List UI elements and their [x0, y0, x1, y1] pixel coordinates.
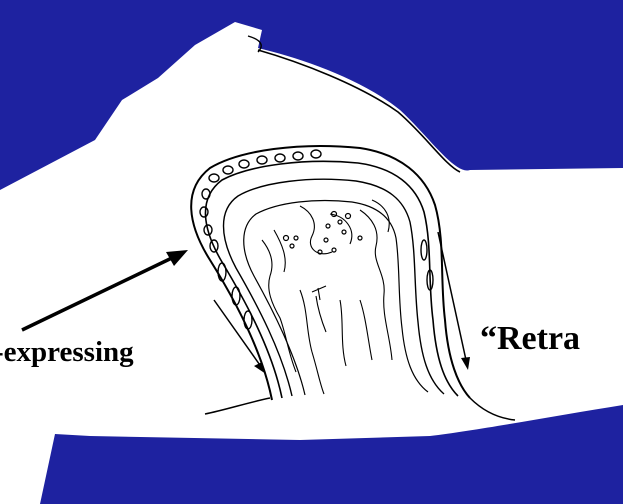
label-retraction: “Retra: [480, 320, 580, 358]
tissue-background: [0, 22, 623, 504]
label-expressing: -expressing: [0, 336, 134, 369]
